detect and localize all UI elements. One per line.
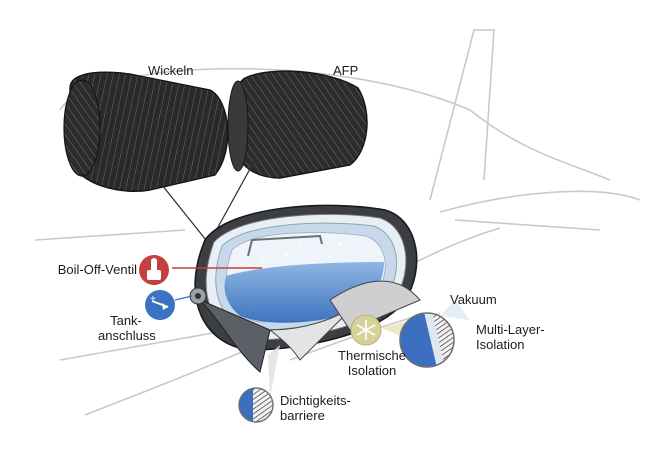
label-multi-layer-isolation: Multi-Layer- Isolation [476,322,545,352]
valve-icon [139,255,169,285]
label-boil-off-ventil: Boil-Off-Ventil [57,262,137,277]
label-mli-line1: Multi-Layer- [476,322,545,337]
vacuum-inset [399,312,455,368]
label-tankanschluss: Tank- anschluss [98,313,156,343]
svg-text:+: + [150,294,156,305]
barrier-inset [238,387,274,423]
tank-afp [227,70,368,179]
snowflake-icon [350,314,382,346]
tank-wickeln [63,71,229,192]
label-dichtigkeitsbarriere: Dichtigkeits- barriere [280,393,351,423]
label-thermal-line2: Isolation [347,363,397,378]
plug-arrow-icon: + [145,290,175,320]
label-afp: AFP [333,63,359,78]
label-tank-line1: Tank- [110,313,142,328]
cutaway-tank [189,204,421,373]
label-tank-line2: anschluss [98,328,156,343]
label-thermische-isolation: Thermische Isolation [336,348,408,378]
label-vakuum: Vakuum [450,292,497,307]
label-wickeln: Wickeln [148,63,194,78]
label-barrier-line2: barriere [280,408,325,423]
label-mli-line2: Isolation [476,337,525,352]
label-barrier-line1: Dichtigkeits- [280,393,351,408]
label-thermal-line1: Thermische [338,348,406,363]
